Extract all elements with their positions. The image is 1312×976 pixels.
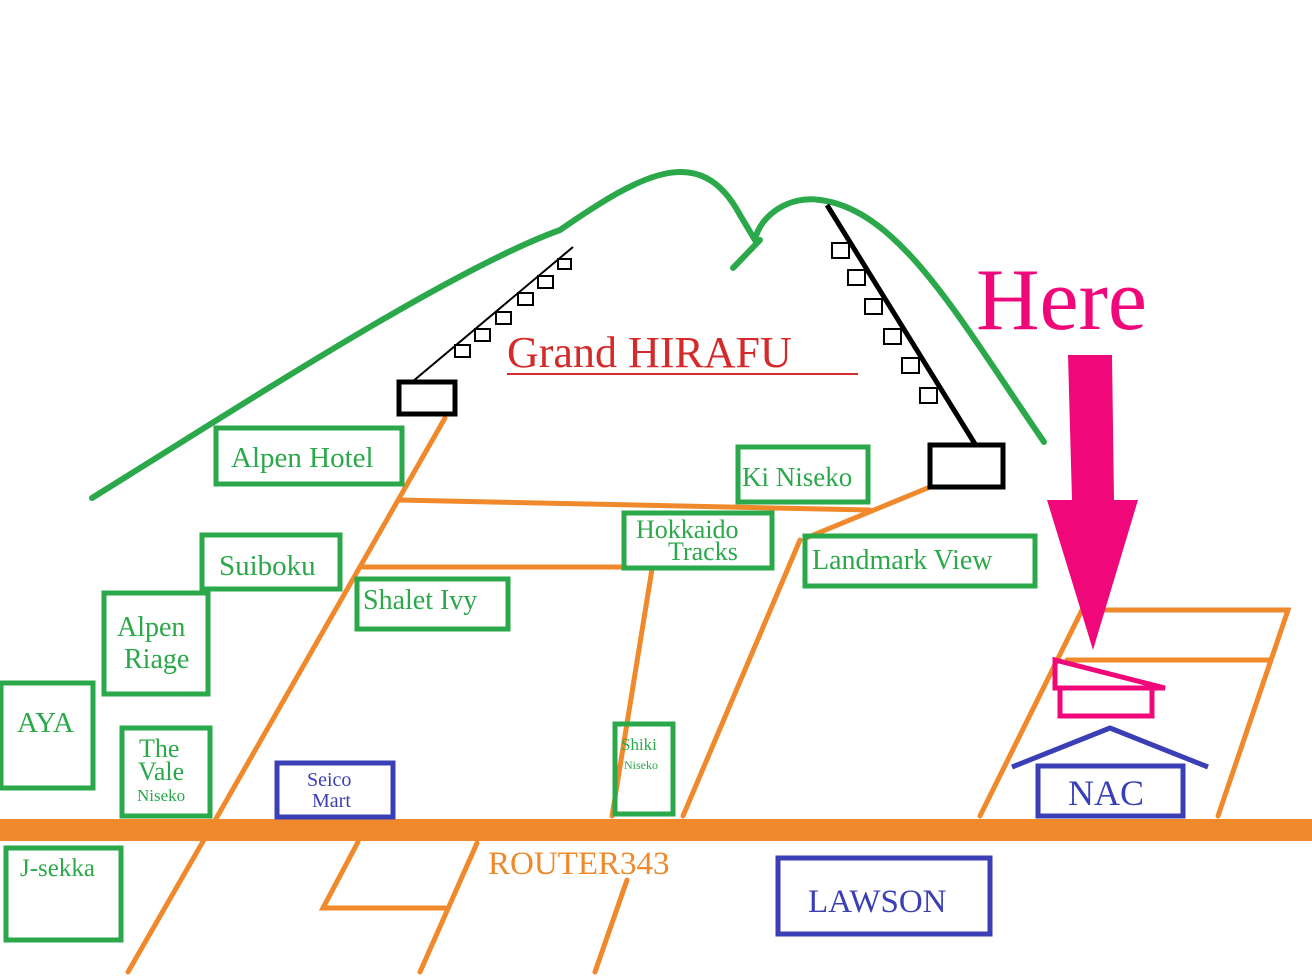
suiboku-box [199,532,343,592]
alpen-riage-box [101,590,211,697]
alpen-hotel-box [213,425,405,487]
shalet-ivy-box [354,576,511,632]
aya-box [0,680,96,791]
ki-niseko-box [735,444,871,505]
shiki-niseko-label: Niseko [624,758,658,772]
resort-title: Grand HIRAFU [507,328,792,377]
highway-route-343 [0,819,1312,841]
nac-roof [1011,725,1209,770]
seico-mart-box [274,760,396,820]
seico-mart-label: Seico [307,769,351,791]
shiki-niseko-box [612,721,676,817]
lift-station [396,379,458,417]
shops [274,760,1186,937]
nac-box [1035,763,1186,819]
alpen-riage-label: Riage [124,644,189,675]
right-lift [824,203,1006,490]
aya-label: AYA [17,707,74,739]
landmark-view-box [802,533,1038,589]
nac-label: NAC [1068,773,1144,813]
left-lift [396,246,574,417]
lawson-label: LAWSON [808,884,947,920]
seico-mart-label: Mart [312,790,351,812]
shiki-niseko-label: Shiki [621,735,657,754]
alpen-hotel-label: Alpen Hotel [231,442,374,474]
the-vale-box [119,725,213,819]
down-arrow-icon [1047,355,1138,650]
roads [125,415,1292,975]
hokkaido-tracks-label: Tracks [668,537,738,566]
lodging [0,425,1038,943]
here-label: Here [976,252,1147,349]
route-label: ROUTER343 [488,846,670,882]
landmark-view-label: Landmark View [812,545,993,576]
mountain-outline [89,169,1047,501]
the-vale-label: Niseko [137,786,185,805]
lift-station [927,442,1006,490]
lawson-box [775,855,993,937]
the-vale-label: Vale [138,757,184,786]
j-sekka-label: J-sekka [20,855,95,882]
ki-niseko-label: Ki Niseko [742,462,852,492]
suiboku-label: Suiboku [219,550,316,582]
shalet-ivy-label: Shalet Ivy [363,585,477,616]
hokkaido-tracks-label: Hokkaido [636,515,739,544]
destination-building [1052,656,1166,719]
alpen-riage-label: Alpen [117,612,185,643]
the-vale-label: The [139,734,179,763]
hokkaido-tracks-box [621,510,775,571]
j-sekka-box [3,845,124,943]
